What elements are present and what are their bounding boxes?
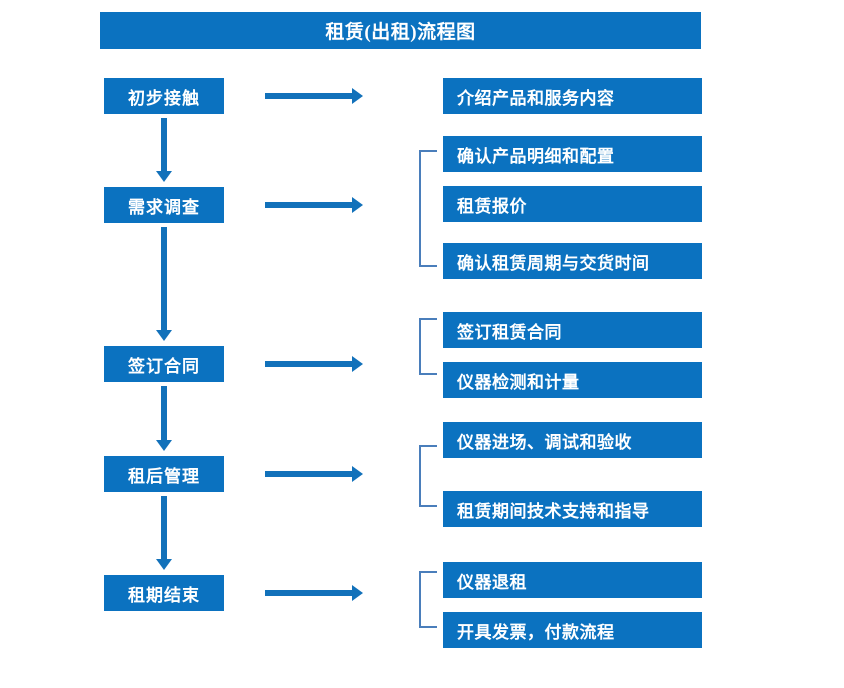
detail-box-4[interactable]: 确认租赁周期与交货时间 [443,243,702,279]
detail-box-2[interactable]: 确认产品明细和配置 [443,136,702,172]
detail-box-1[interactable]: 介绍产品和服务内容 [443,78,702,114]
detail-box-3[interactable]: 租赁报价 [443,186,702,222]
horizontal-arrow-4 [265,465,363,483]
page-title: 租赁(出租)流程图 [100,12,701,49]
stage-box-5[interactable]: 租期结束 [104,575,224,611]
detail-box-6[interactable]: 仪器检测和计量 [443,362,702,398]
stage-box-2[interactable]: 需求调查 [104,187,224,223]
vertical-arrow-3-to-4 [155,386,173,451]
vertical-arrow-4-to-5 [155,496,173,570]
stage-box-3[interactable]: 签订合同 [104,346,224,382]
stage-box-1[interactable]: 初步接触 [104,78,224,114]
vertical-arrow-2-to-3 [155,227,173,341]
vertical-arrow-1-to-2 [155,118,173,182]
horizontal-arrow-5 [265,584,363,602]
bracket-group-contract [419,318,437,375]
detail-box-10[interactable]: 开具发票，付款流程 [443,612,702,648]
horizontal-arrow-3 [265,355,363,373]
detail-box-7[interactable]: 仪器进场、调试和验收 [443,422,702,458]
detail-box-9[interactable]: 仪器退租 [443,562,702,598]
bracket-group-demand [419,150,437,267]
detail-box-8[interactable]: 租赁期间技术支持和指导 [443,491,702,527]
horizontal-arrow-2 [265,196,363,214]
bracket-group-termination [419,571,437,628]
horizontal-arrow-1 [265,87,363,105]
bracket-group-management [419,445,437,507]
stage-box-4[interactable]: 租后管理 [104,456,224,492]
detail-box-5[interactable]: 签订租赁合同 [443,312,702,348]
